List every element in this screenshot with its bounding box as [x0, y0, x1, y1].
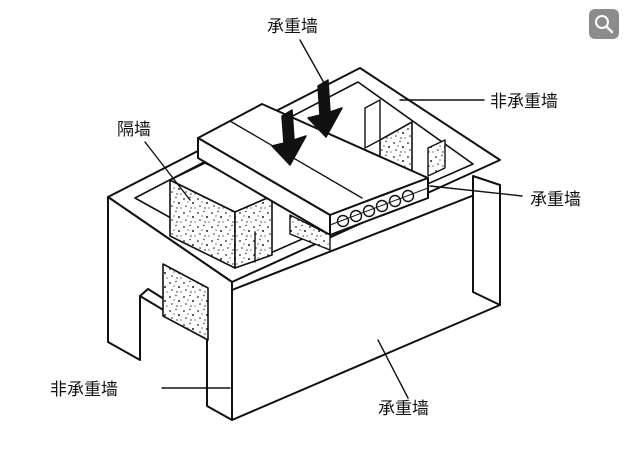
doorway-partition-face	[162, 263, 209, 341]
leader-slab-bearing	[429, 185, 523, 197]
label-slab-bearing-wall: 承重墙	[530, 190, 581, 210]
partition-wall-side	[234, 195, 273, 269]
slab-hollow-cores	[336, 189, 415, 228]
label-right-non-bearing-wall: 非承重墙	[490, 92, 558, 112]
right-non-bearing-wall	[472, 175, 501, 306]
leader-partition	[144, 141, 191, 201]
label-partition-wall: 隔墙	[117, 120, 151, 140]
load-arrow-icon	[271, 79, 343, 166]
far-corner-speckle	[427, 139, 446, 177]
under-slab-wall	[289, 214, 331, 251]
label-front-bearing-wall: 承重墙	[378, 399, 429, 419]
leader-front-bearing	[377, 339, 409, 399]
label-top-bearing-wall: 承重墙	[267, 17, 318, 37]
label-left-non-bearing-wall: 非承重墙	[50, 380, 118, 400]
zoom-search-button[interactable]	[589, 9, 619, 39]
search-icon	[595, 15, 614, 34]
leader-top-bearing	[299, 39, 329, 91]
right-inner-door	[364, 99, 381, 149]
